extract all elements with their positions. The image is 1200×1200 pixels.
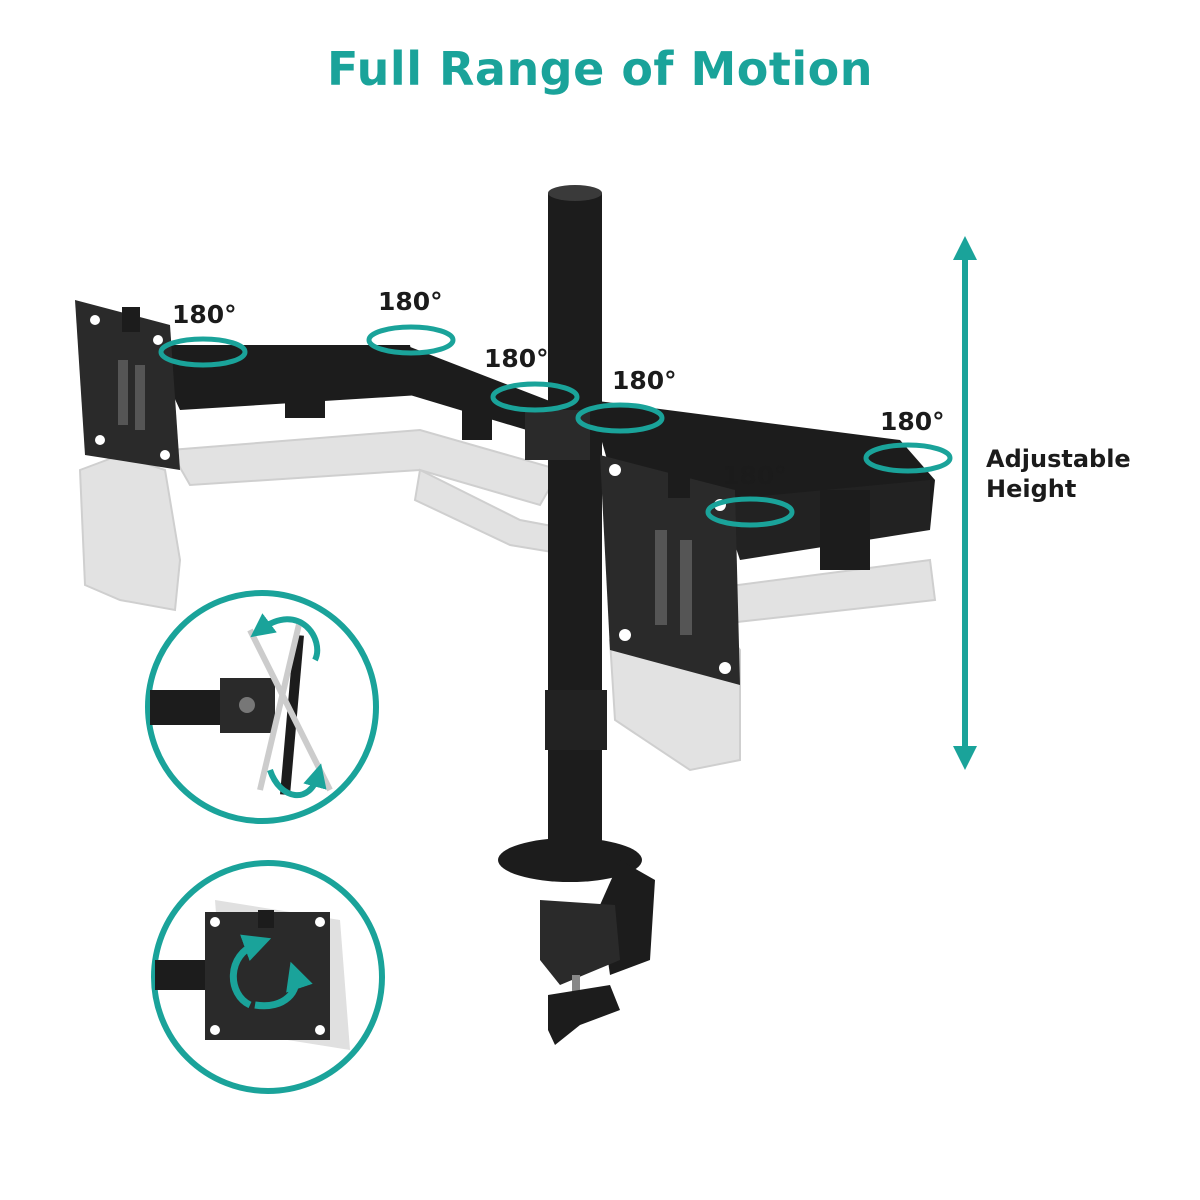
- swivel-label: 180°: [612, 366, 677, 395]
- swivel-label: 180°: [722, 461, 787, 490]
- height-label-line2: Height: [986, 475, 1077, 503]
- right-vesa-plate: [600, 455, 740, 685]
- desk-clamp: [498, 838, 655, 1045]
- height-label-line1: Adjustable: [986, 445, 1131, 473]
- swivel-arrow-icon: [158, 336, 248, 368]
- tilt-arrow-icon: [250, 613, 321, 662]
- tilt-detail-inset: [145, 590, 379, 824]
- tilt-arrow-icon: [267, 763, 327, 798]
- headline: Full Range of Motion: [327, 42, 873, 96]
- adjustable-height-label: Adjustable Height: [986, 444, 1131, 504]
- swivel-arrow-icon: [575, 402, 665, 434]
- swivel-arrow-icon: [366, 324, 456, 356]
- swivel-arrow-icon: [490, 381, 580, 413]
- rotate-arrow-icon: [229, 934, 272, 1009]
- swivel-arrow-icon: [863, 442, 953, 474]
- swivel-arrow-icon: [705, 496, 795, 528]
- left-arm: [150, 345, 590, 460]
- swivel-label: 180°: [172, 300, 237, 329]
- swivel-label: 180°: [378, 287, 443, 316]
- rotate-arrow-icon: [254, 961, 313, 1010]
- pole: [545, 185, 607, 863]
- swivel-label: 180°: [880, 407, 945, 436]
- swivel-label: 180°: [484, 344, 549, 373]
- rotate-detail-inset: [151, 860, 385, 1094]
- left-vesa-plate: [75, 300, 180, 470]
- swivel-arrows: [158, 324, 953, 528]
